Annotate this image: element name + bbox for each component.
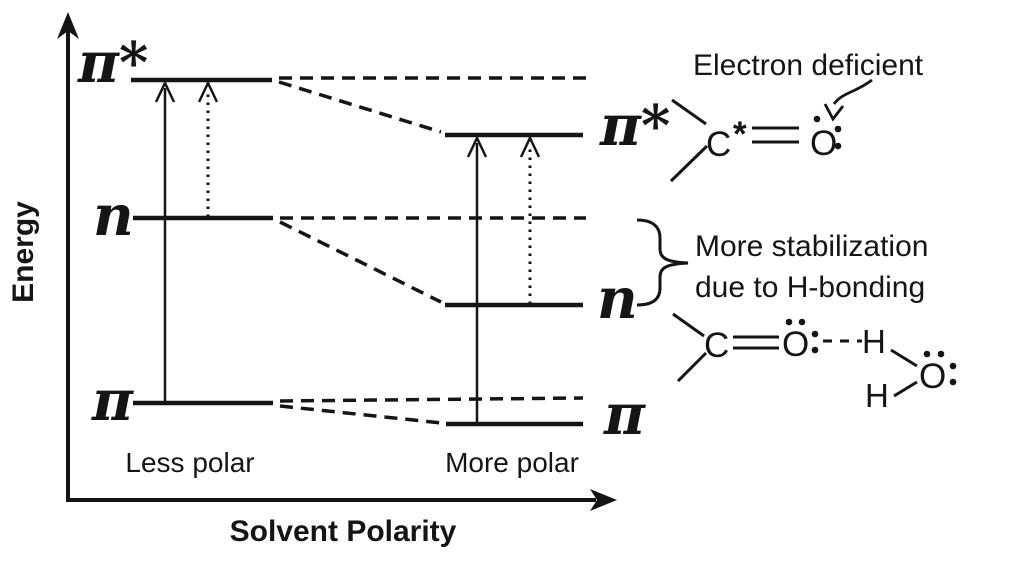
stabilization-annotation: More stabilization due to H-bonding	[636, 218, 928, 307]
oh-bond	[893, 380, 918, 398]
y-axis-label: Energy	[7, 201, 40, 303]
carbon-atom: C	[704, 326, 729, 365]
carbon-atom: C	[706, 125, 731, 164]
curved-pointer-arrow	[832, 78, 873, 105]
less-polar-caption: Less polar	[125, 447, 254, 478]
curly-brace-icon	[636, 218, 689, 307]
less-polar-pi-label: π	[91, 368, 134, 434]
level-correlation-lines	[278, 76, 587, 425]
curved-arrowhead-icon	[823, 103, 845, 122]
more-polar-caption: More polar	[445, 447, 579, 478]
arrowhead-icon	[197, 80, 219, 103]
arrowhead-icon	[519, 135, 541, 158]
n-sloping-dashed-line	[279, 220, 442, 304]
stabilization-text-line2: due to H-bonding	[695, 271, 925, 304]
lone-pair-dot	[813, 115, 821, 123]
second-hydrogen-atom: H	[865, 377, 889, 414]
stabilization-text-line1: More stabilization	[695, 230, 928, 263]
axes: Energy Solvent Polarity	[7, 12, 617, 548]
pi-horizontal-dashed-line	[279, 396, 584, 403]
y-axis-arrowhead-icon	[57, 12, 79, 39]
lone-pair-dot	[811, 346, 819, 354]
lone-pair-dot	[949, 378, 957, 386]
substituent-bond	[671, 98, 707, 126]
substituent-bond	[669, 144, 709, 183]
lone-pair-dot	[923, 350, 931, 358]
more-polar-pi-label: π	[603, 382, 646, 448]
more-polar-n-label: n	[597, 266, 638, 332]
carbon-excited-star: *	[733, 115, 747, 154]
less-polar-column: π* n π Less polar	[77, 30, 273, 478]
arrowhead-icon	[466, 135, 488, 158]
donor-hydrogen-atom: H	[862, 323, 886, 360]
lone-pair-dot	[834, 125, 842, 133]
oh-bond	[890, 348, 918, 368]
oxygen-atom: O	[782, 325, 809, 364]
oxygen-atom: O	[810, 124, 837, 163]
more-polar-column: π* n π More polar	[445, 93, 670, 478]
lone-pair-dot	[834, 142, 842, 150]
lone-pair-dot	[785, 318, 793, 326]
hbonded-carbonyl-structure: C O H O H	[672, 312, 957, 414]
pi-sloping-dashed-line	[279, 404, 443, 425]
lone-pair-dot	[811, 330, 819, 338]
substituent-bond	[676, 351, 708, 383]
arrowhead-icon	[154, 80, 176, 103]
water-oxygen-atom: O	[919, 357, 946, 396]
more-polar-pi-star-label: π*	[599, 93, 670, 159]
lone-pair-dot	[937, 350, 945, 358]
lone-pair-dot	[949, 362, 957, 370]
lone-pair-dot	[798, 318, 806, 326]
pi-star-sloping-dashed-line	[278, 80, 442, 134]
x-axis-label: Solvent Polarity	[230, 515, 457, 548]
electron-deficient-annotation: Electron deficient	[693, 49, 924, 122]
substituent-bond	[672, 312, 705, 338]
less-polar-n-label: n	[93, 183, 134, 249]
electron-deficient-label: Electron deficient	[693, 49, 924, 82]
excited-carbonyl-structure: C * O	[669, 98, 842, 183]
x-axis-arrowhead-icon	[590, 489, 617, 511]
less-polar-pi-star-label: π*	[77, 30, 148, 96]
